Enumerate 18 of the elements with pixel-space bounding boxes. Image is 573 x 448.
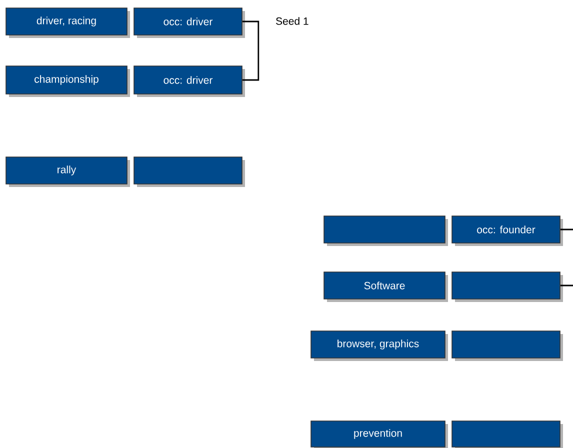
term-box: prevention <box>310 420 448 448</box>
empty-box <box>134 156 245 187</box>
bracket-line <box>560 228 573 230</box>
term-box: browser, graphics <box>310 330 448 361</box>
term-box: championship <box>6 66 130 97</box>
term-box: rally <box>6 156 130 187</box>
bracket-line <box>242 20 260 81</box>
empty-box <box>452 420 563 448</box>
bracket-line <box>560 284 573 286</box>
term-box: occ: driver <box>134 8 245 38</box>
empty-box <box>452 330 563 361</box>
term-box: occ: founder <box>452 216 563 246</box>
term-box: Software <box>324 272 448 302</box>
empty-box <box>324 216 448 246</box>
empty-box <box>452 272 563 302</box>
term-box: occ: driver <box>134 66 245 97</box>
seed-label: Seed 1 <box>276 17 308 25</box>
term-box: driver, racing <box>6 8 130 38</box>
